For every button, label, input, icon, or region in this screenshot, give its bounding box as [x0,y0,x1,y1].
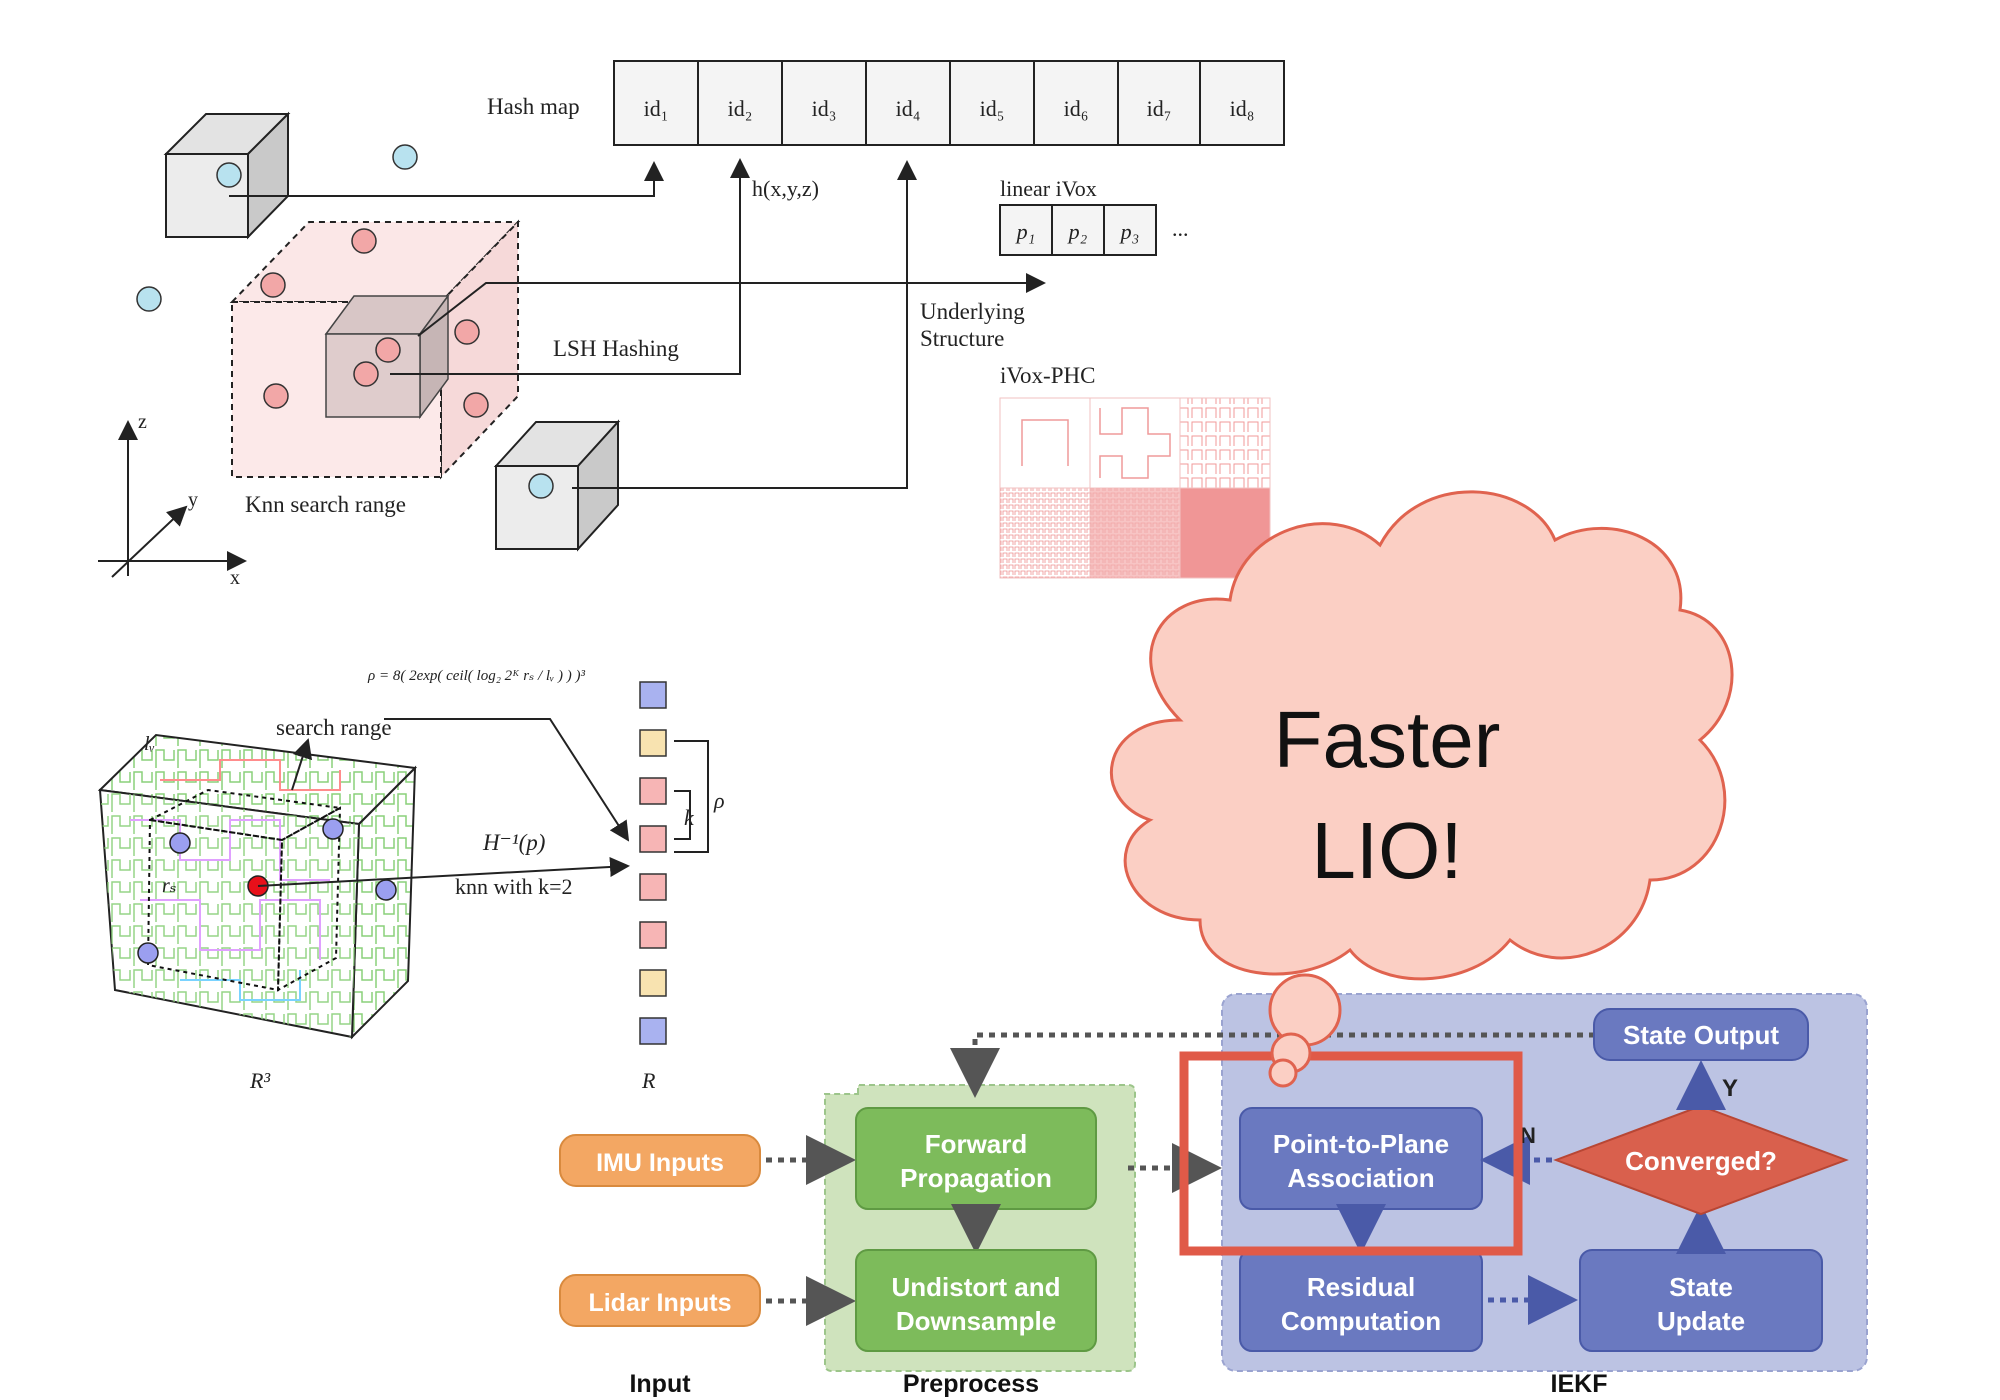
xyz-axes: z y x [98,411,247,589]
hash-cell-1: id₁ [644,96,669,121]
point-pink [463,392,489,418]
imu-inputs-box [559,1134,761,1187]
feedback-arrow [950,1032,1595,1098]
voxel-cube-top-left [163,111,291,240]
linear-cell-2: p₂ [1067,219,1088,244]
point-pink [375,337,401,363]
linear-ivox-label: linear iVox [1000,176,1097,201]
hash-cell-3: id₃ [812,96,837,121]
no-label: N [1520,1123,1536,1148]
underlying-structure-label-line2: Structure [920,326,1004,351]
point-pink [353,361,379,387]
undistort-label-1: Undistort and [892,1272,1061,1302]
converged-label: Converged? [1625,1146,1777,1176]
state-output-label: State Output [1623,1020,1779,1050]
voxel-cube-bottom-right [493,419,621,552]
point-purple [137,942,159,964]
lsh-hashing-label: LSH Hashing [553,336,679,361]
point-purple [322,818,344,840]
point-purple [169,832,191,854]
r-label: R [641,1068,656,1093]
axis-x-label: x [230,567,240,589]
point-blue [136,286,162,312]
top-ivox-diagram: Hash map id₁ id₂ id₃ id₄ id₅ id₆ id₇ id₈ [98,60,1285,589]
arrow-lsh-to-id2 [390,158,750,375]
point-pink [351,228,377,254]
preprocess-caption: Preprocess [903,1370,1039,1398]
residual-label-2: Computation [1281,1306,1441,1336]
linear-cell-3: p₃ [1119,219,1140,244]
hash-cell-7: id₇ [1147,96,1172,121]
hash-function-label: h(x,y,z) [752,176,819,201]
hash-cell-6: id₆ [1064,96,1089,121]
underlying-structure-label-line1: Underlying [920,299,1025,324]
search-range-arrow [291,738,313,791]
cloud-line-2: LIO! [1311,806,1462,895]
arrow-cube-to-id4 [572,160,917,489]
converged-diamond [1553,1104,1849,1216]
ivox-phc-grid [999,397,1271,579]
search-range-label: search range [276,715,392,740]
hash-cell-5: id₅ [980,96,1005,121]
inverse-map-label: H⁻¹(p) [482,830,545,855]
cloud-line-1: Faster [1274,695,1501,784]
input-caption: Input [629,1370,691,1398]
point-pink [263,383,289,409]
imu-inputs-label: IMU Inputs [596,1149,724,1177]
point-to-plane-label-1: Point-to-Plane [1273,1129,1449,1159]
point-pink [454,319,480,345]
rho-formula: ρ = 8( 2exp( ceil( log₂ 2ᴷ rₛ / lᵥ ) ) )… [367,668,585,684]
linear-ivox-cells: p₁ p₂ p₃ ... [999,204,1189,256]
yes-label: Y [1722,1075,1738,1102]
highlight-frame [1179,1051,1523,1256]
r3-label: R³ [249,1068,270,1093]
forward-propagation-label-1: Forward [925,1129,1028,1159]
axis-z-label: z [138,411,147,433]
undistort-label-2: Downsample [896,1306,1056,1336]
undistort-downsample-box [855,1249,1097,1352]
hash-cell-8: id₈ [1230,96,1255,121]
state-update-label-2: Update [1657,1306,1745,1336]
arrow-to-underlying [417,273,1046,337]
state-output-box [1593,1008,1809,1061]
knn-search-range-box [229,219,521,480]
lio-flowchart: IMU Inputs Lidar Inputs Forward Propagat… [559,993,1868,1398]
state-update-label-1: State [1669,1272,1733,1302]
hash-cell-2: id₂ [728,96,753,121]
lidar-inputs-box [559,1274,761,1327]
knn-search-range-label: Knn search range [245,492,406,517]
inverse-map-arrow [257,856,630,887]
point-pink [260,272,286,298]
linear-cell-1: p₁ [1015,219,1036,244]
r-array-column [639,681,709,1045]
point-to-plane-label-2: Association [1287,1163,1434,1193]
residual-label-1: Residual [1307,1272,1415,1302]
k-label: k [684,805,695,830]
bottom-left-phc-diagram: ρ = 8( 2exp( ceil( log₂ 2ᴷ rₛ / lᵥ ) ) )… [97,668,725,1093]
linear-ellipsis: ... [1172,216,1189,241]
ivox-phc-label: iVox-PHC [1000,363,1095,388]
hash-cell-4: id₄ [896,96,921,121]
formula-arrow [384,718,630,842]
hilbert-cube [97,733,418,1040]
forward-propagation-label-2: Propagation [900,1163,1052,1193]
thought-cloud: Faster LIO! [1110,490,1734,1088]
knn-k2-label: knn with k=2 [455,874,573,899]
arrow-cube-to-id1 [229,161,664,197]
rho-label: ρ [713,788,725,813]
hash-map-label: Hash map [487,94,580,119]
iekf-caption: IEKF [1551,1370,1608,1398]
point-blue [392,144,418,170]
rs-label: rₛ [162,875,177,897]
axis-y-label: y [188,489,198,511]
hash-map-cells: id₁ id₂ id₃ id₄ id₅ id₆ id₇ id₈ [613,60,1285,146]
lidar-inputs-label: Lidar Inputs [588,1289,731,1317]
point-purple [375,879,397,901]
